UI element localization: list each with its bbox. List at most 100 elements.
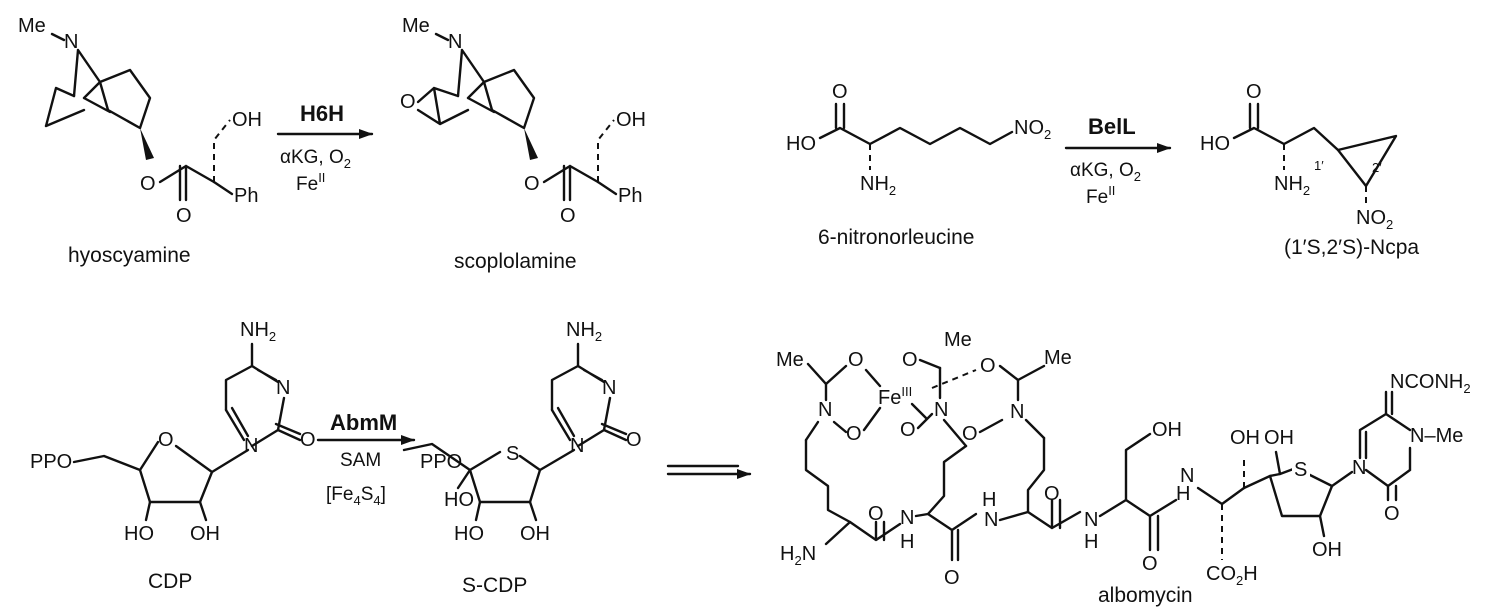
- svg-text:HO: HO: [454, 523, 484, 545]
- svg-text:N: N: [1180, 465, 1194, 487]
- svg-text:N: N: [1084, 509, 1098, 531]
- svg-text:N: N: [900, 507, 914, 529]
- svg-text:O: O: [900, 419, 916, 441]
- svg-text:SAM: SAM: [340, 450, 381, 471]
- label-hyoscyamine: hyoscyamine: [68, 244, 191, 267]
- svg-text:O: O: [560, 205, 576, 227]
- svg-text:H: H: [1084, 531, 1098, 553]
- svg-text:O: O: [1044, 483, 1060, 505]
- svg-text:O: O: [848, 349, 864, 371]
- svg-text:O: O: [944, 567, 960, 589]
- svg-text:O: O: [846, 423, 862, 445]
- label-scdp: S-CDP: [462, 574, 527, 597]
- svg-text:O: O: [524, 173, 540, 195]
- reaction-arrow-abmm: AbmM SAM [Fe4S4]: [316, 410, 416, 508]
- svg-text:2′: 2′: [1372, 160, 1382, 175]
- svg-text:HO: HO: [1200, 133, 1230, 155]
- svg-text:OH: OH: [1264, 427, 1294, 449]
- svg-text:S: S: [506, 443, 519, 465]
- svg-text:N: N: [448, 31, 462, 53]
- svg-text:PPO: PPO: [420, 451, 462, 473]
- svg-text:CO2H: CO2H: [1206, 563, 1258, 588]
- svg-text:OH: OH: [1230, 427, 1260, 449]
- svg-text:O: O: [1384, 503, 1400, 525]
- svg-text:O: O: [980, 355, 996, 377]
- svg-text:N–Me: N–Me: [1410, 425, 1463, 447]
- svg-text:NH2: NH2: [566, 319, 602, 344]
- svg-text:H2N: H2N: [780, 543, 816, 568]
- svg-text:O: O: [1142, 553, 1158, 575]
- svg-text:S: S: [1294, 459, 1307, 481]
- ester-oxygen: O: [140, 173, 156, 195]
- albomycin-structure: Me O N O FeIII O Me N O O Me N O H2N O N: [776, 329, 1471, 589]
- svg-text:O: O: [626, 429, 642, 451]
- svg-text:NH2: NH2: [860, 173, 896, 198]
- carbonyl-oxygen: O: [176, 205, 192, 227]
- multistep-arrow: [666, 464, 752, 479]
- svg-text:N: N: [818, 399, 832, 421]
- enzyme-bell: BelL: [1088, 114, 1136, 139]
- label-cdp: CDP: [148, 570, 192, 593]
- svg-text:HO: HO: [444, 489, 474, 511]
- hyoscyamine-structure: Me N O O OH Ph: [18, 15, 262, 227]
- epoxide-oxygen: O: [400, 91, 416, 113]
- svg-text:N: N: [1352, 457, 1366, 479]
- ncpa-structure: O HO NH2 1′ 2′ NO2: [1200, 81, 1398, 232]
- svg-text:HO: HO: [786, 133, 816, 155]
- enzyme-abmm: AbmM: [330, 410, 397, 435]
- svg-text:Me: Me: [944, 329, 972, 351]
- svg-text:OH: OH: [1152, 419, 1182, 441]
- svg-text:H: H: [1176, 483, 1190, 505]
- svg-text:αKG, O2: αKG, O2: [1070, 160, 1141, 184]
- svg-text:HO: HO: [124, 523, 154, 545]
- svg-text:NO2: NO2: [1356, 207, 1393, 232]
- svg-text:1′: 1′: [1314, 158, 1324, 173]
- phenyl-label: Ph: [234, 185, 258, 207]
- reaction-arrow-bell: BelL αKG, O2 FeII: [1064, 114, 1172, 208]
- svg-text:N: N: [984, 509, 998, 531]
- svg-text:FeIII: FeIII: [878, 384, 912, 409]
- svg-text:Me: Me: [1044, 347, 1072, 369]
- svg-text:OH: OH: [520, 523, 550, 545]
- label-ncpa: (1′S,2′S)-Ncpa: [1284, 236, 1419, 259]
- label-albomycin: albomycin: [1098, 584, 1193, 607]
- svg-text:O: O: [868, 503, 884, 525]
- svg-text:O: O: [962, 423, 978, 445]
- label-scopolamine: scoplolamine: [454, 250, 577, 273]
- svg-text:NO2: NO2: [1014, 117, 1051, 142]
- nitronorleucine-structure: O HO NO2 NH2: [786, 81, 1051, 198]
- svg-text:FeII: FeII: [296, 170, 325, 195]
- nitrogen-label: N: [64, 31, 78, 53]
- cdp-structure: NH2 N O N O PPO HO OH: [30, 319, 316, 545]
- svg-text:PPO: PPO: [30, 451, 72, 473]
- label-nitronorleucine: 6-nitronorleucine: [818, 226, 974, 249]
- svg-text:FeII: FeII: [1086, 183, 1115, 208]
- svg-text:N: N: [244, 435, 258, 457]
- svg-text:H: H: [900, 531, 914, 553]
- svg-text:N: N: [602, 377, 616, 399]
- scopolamine-structure: Me N O O O OH Ph: [400, 15, 646, 227]
- iron-label: Fe: [878, 387, 901, 409]
- svg-text:H: H: [982, 489, 996, 511]
- svg-text:NCONH2: NCONH2: [1390, 371, 1471, 396]
- svg-text:O: O: [832, 81, 848, 103]
- svg-text:N: N: [276, 377, 290, 399]
- methyl-label: Me: [18, 15, 46, 37]
- svg-text:OH: OH: [190, 523, 220, 545]
- svg-text:αKG, O2: αKG, O2: [280, 147, 351, 171]
- svg-text:O: O: [300, 429, 316, 451]
- svg-text:OH: OH: [1312, 539, 1342, 561]
- scdp-structure: NH2 N O N S PPO HO HO OH: [402, 319, 642, 545]
- svg-text:O: O: [902, 349, 918, 371]
- svg-text:[Fe4S4]: [Fe4S4]: [326, 484, 386, 508]
- svg-text:O: O: [158, 429, 174, 451]
- svg-text:O: O: [1246, 81, 1262, 103]
- svg-text:N: N: [934, 399, 948, 421]
- hydroxyl-label: OH: [232, 109, 262, 131]
- svg-text:Me: Me: [402, 15, 430, 37]
- svg-text:Me: Me: [776, 349, 804, 371]
- svg-text:NH2: NH2: [240, 319, 276, 344]
- svg-text:OH: OH: [616, 109, 646, 131]
- svg-text:N: N: [1010, 401, 1024, 423]
- enzyme-h6h: H6H: [300, 101, 344, 126]
